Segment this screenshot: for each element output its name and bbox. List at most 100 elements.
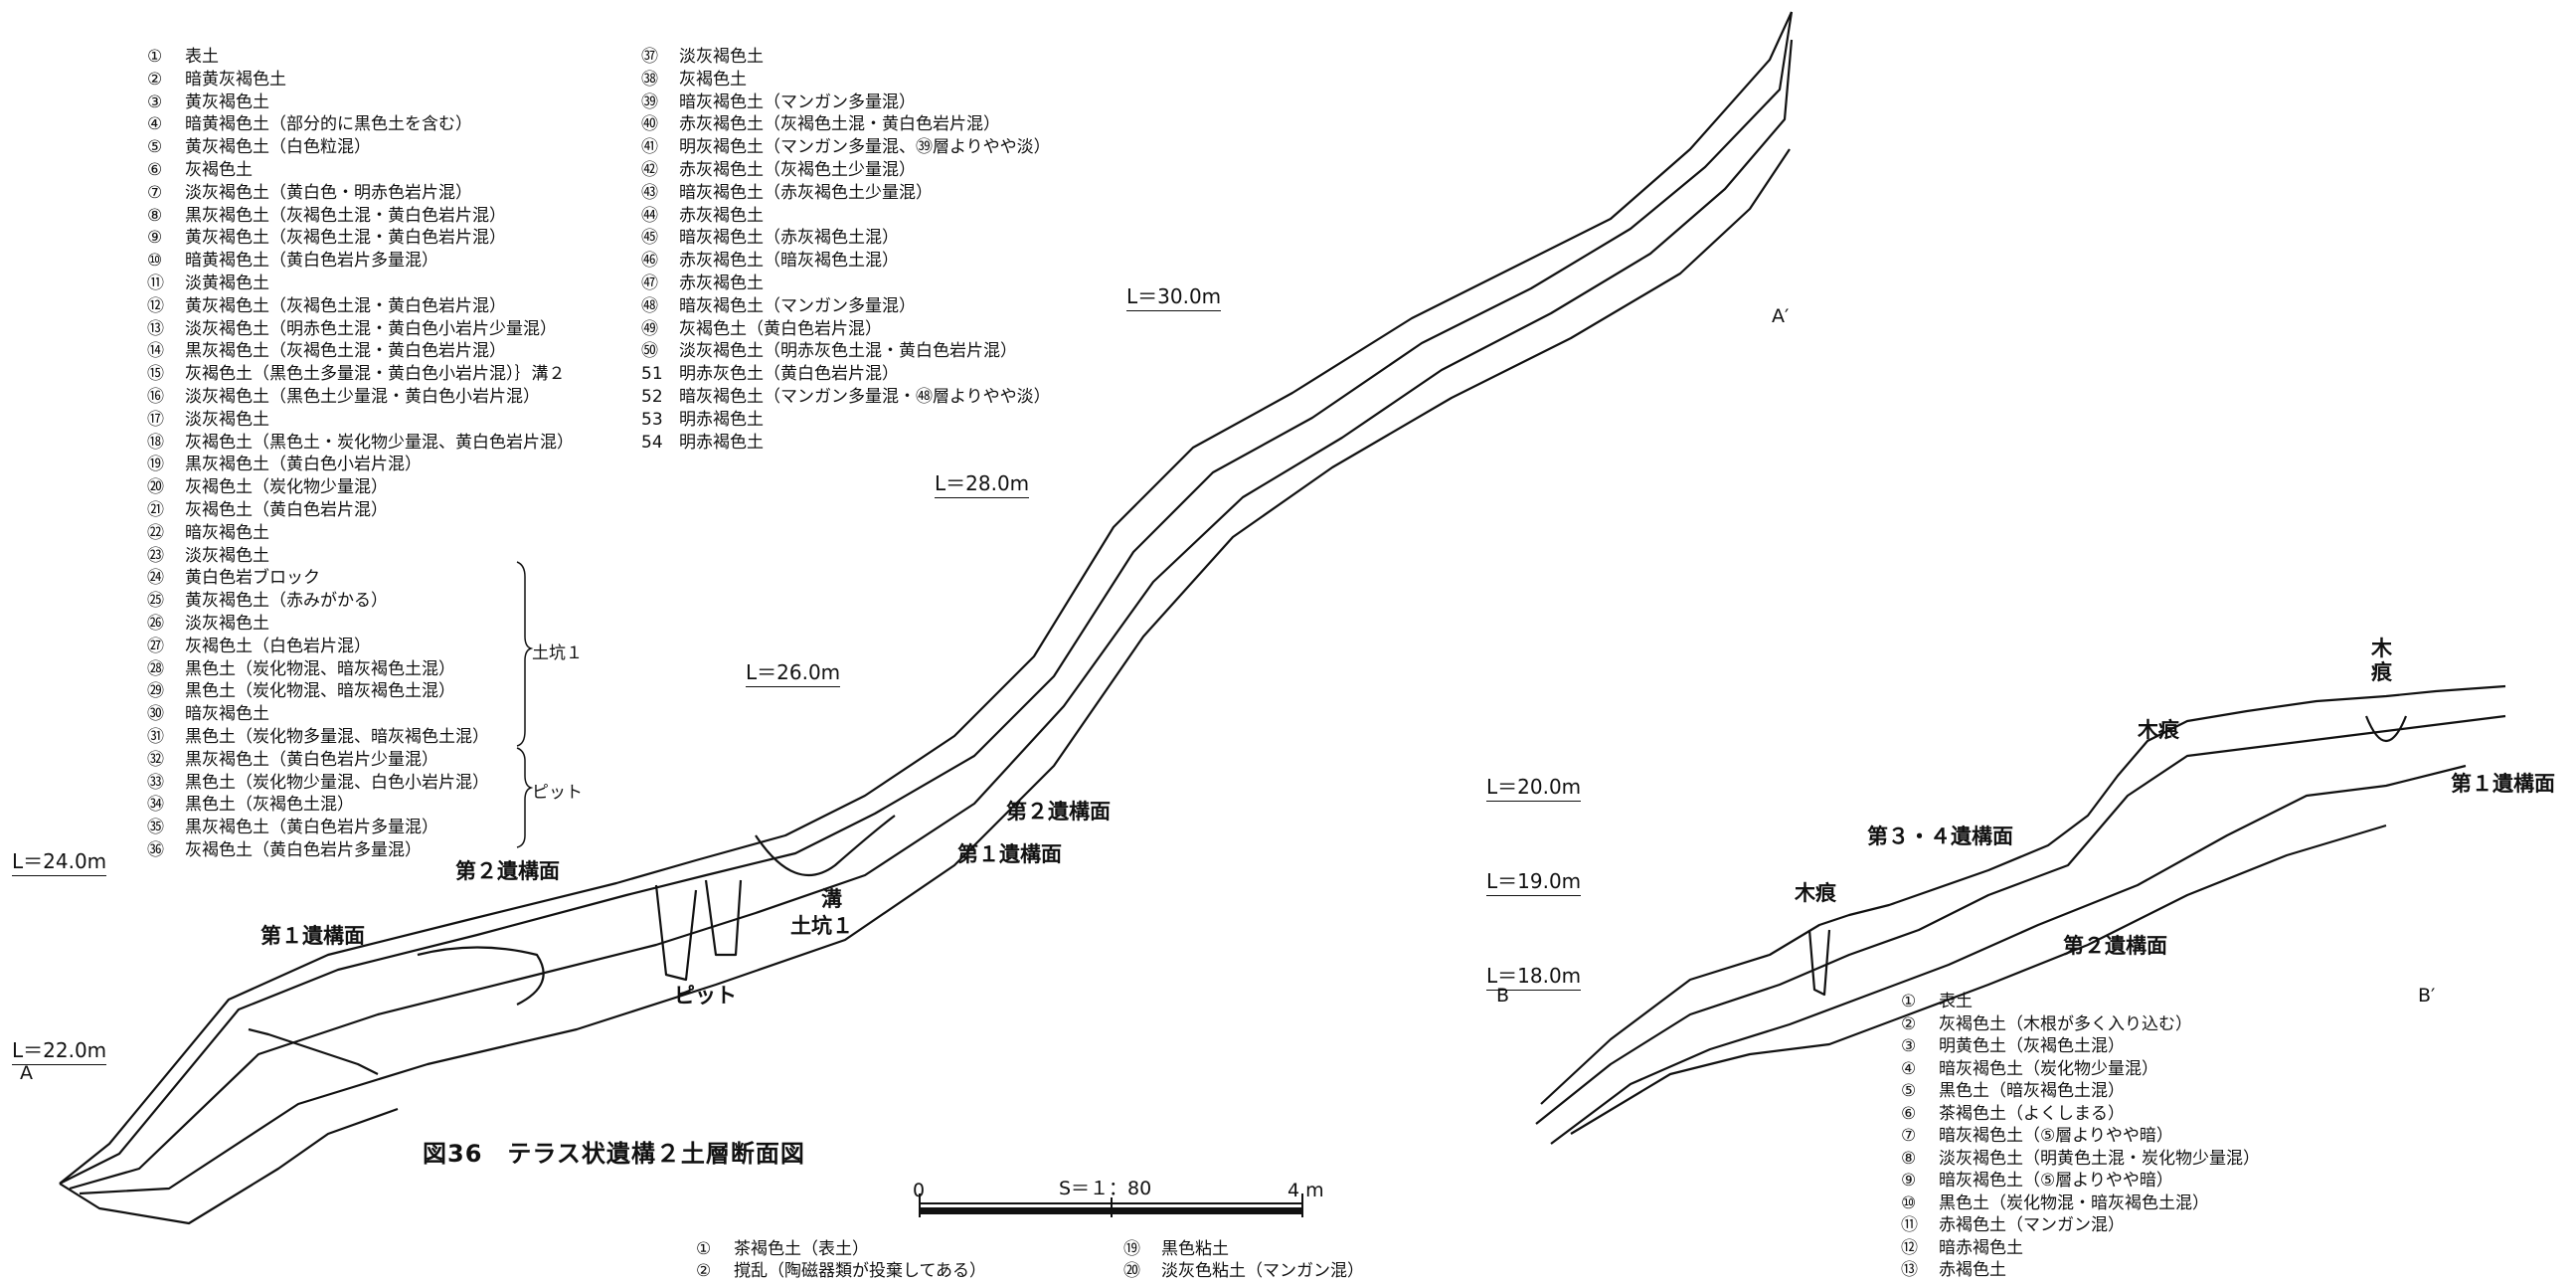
legend-number: ⑪ [147,273,164,293]
legend-text: 黄灰褐色土（灰褐色土混・黄白色岩片混） [185,295,506,316]
legend-text: 黒色土（炭化物混、暗灰褐色土混） [185,681,455,702]
level-24: L＝24.0m [12,845,107,876]
legend-number: ① [147,47,163,67]
legend-text: 赤灰褐色土 [679,273,764,293]
section-a-end-a: A [20,1062,33,1084]
legend-number: ㉓ [147,545,164,566]
legend-number: ㉚ [147,704,164,725]
legend-text: 暗灰褐色土（赤灰褐色土混） [679,228,899,249]
section-a-surface1-right-label: 第１遺構面 [957,842,1062,866]
legend-number: ③ [1901,1036,1917,1056]
legend-text: 黒色粘土 [1161,1239,1229,1259]
legend-text: 灰褐色土 [679,69,747,90]
legend-text: 黒色土（炭化物混、暗灰褐色土混） [185,658,455,679]
legend-text: 茶褐色土（よくしまる） [1939,1103,2125,1124]
legend-text: 黒灰褐色土（黄白色岩片少量混） [185,749,438,770]
pit-bracket-label: ピット [532,783,583,803]
legend-text: 暗灰褐色土（赤灰褐色土少量混） [679,182,933,203]
legend-text: 明赤褐色土 [679,432,764,453]
legend-number: ① [1901,992,1917,1011]
legend-text: 灰褐色土（白色岩片混） [185,636,371,656]
legend-text: 淡灰褐色土（黄白色・明赤色岩片混） [185,182,472,203]
legend-text: 淡灰色粘土（マンガン混） [1161,1261,1364,1281]
legend-text: 赤灰褐色土（暗灰褐色土混） [679,251,899,272]
legend-text: 灰褐色土（木根が多く入り込む） [1939,1013,2192,1034]
section-b-end-b2: B′ [2418,985,2436,1007]
legend-number: ㊹ [641,205,658,226]
section-b-layer-3 [1570,824,2387,1135]
legend-number: ㉑ [147,499,164,520]
legend-number: ⑧ [1901,1148,1917,1169]
legend-number: ㊾ [641,318,658,339]
legend-number: ㉔ [147,568,164,589]
legend-number: ⑱ [147,432,164,453]
section-b-surface34-label: 第３・４遺構面 [1867,825,2013,848]
legend-number: ⑩ [1901,1192,1917,1213]
legend-text: 灰褐色土（黄白色岩片混） [185,499,388,520]
legend-number: 52 [641,386,663,407]
legend-number: ② [147,69,163,90]
pit1-bracket-label: 土坑１ [532,643,583,663]
section-a-pocket-1 [248,1027,379,1075]
legend-number: ⑥ [1901,1103,1917,1124]
section-a-pocket-2 [417,946,545,1006]
level-28: L＝28.0m [935,467,1030,498]
legend-number: ㉕ [147,591,164,612]
legend-number: ㊳ [641,69,658,90]
section-b-surface [1540,684,2506,1105]
legend-text: 暗黄灰褐色土 [185,69,286,90]
legend-text: 灰褐色土（黄白色岩片混） [679,318,882,339]
legend-number: ⑬ [1901,1260,1918,1280]
legend-text: 淡灰褐色土（明赤色土混・黄白色小岩片少量混） [185,318,557,339]
legend-text: 暗赤褐色土 [1939,1237,2023,1258]
legend-number: 53 [641,409,663,430]
legend-number: ⑳ [147,477,164,498]
legend-number: ㉘ [147,658,164,679]
legend-text: 暗灰褐色土（マンガン多量混） [679,92,916,112]
section-a-surface2-label: 第２遺構面 [455,859,560,883]
bracket-pit1 [516,561,534,747]
legend-text: 淡灰褐色土（明赤灰色土混・黄白色岩片混） [679,341,1017,362]
legend-text: 灰褐色土 [185,159,253,180]
legend-number: ④ [147,114,163,135]
legend-text: 明赤褐色土 [679,409,764,430]
section-a-layer-3 [79,148,1791,1195]
legend-text: 暗黄褐色土（部分的に黒色土を含む） [185,114,472,135]
section-a-surface [59,11,1793,1185]
legend-text: 暗灰褐色土（マンガン多量混） [679,295,916,316]
legend-number: ⑳ [1123,1261,1140,1281]
legend-text: 黒灰褐色土（灰褐色土混・黄白色岩片混） [185,205,506,226]
section-a-surface1-label: 第１遺構面 [260,924,365,948]
legend-text: 灰褐色土（黒色土・炭化物少量混、黄白色岩片混） [185,432,574,453]
legend-text: 暗灰褐色土 [185,704,269,725]
legend-row: ⑱ 灰褐色土（黒色土・炭化物少量混、黄白色岩片混） [147,432,574,455]
legend-number: ㊻ [641,251,658,272]
legend-number: ⑫ [1901,1237,1918,1258]
legend-number: ⑮ [147,364,164,385]
